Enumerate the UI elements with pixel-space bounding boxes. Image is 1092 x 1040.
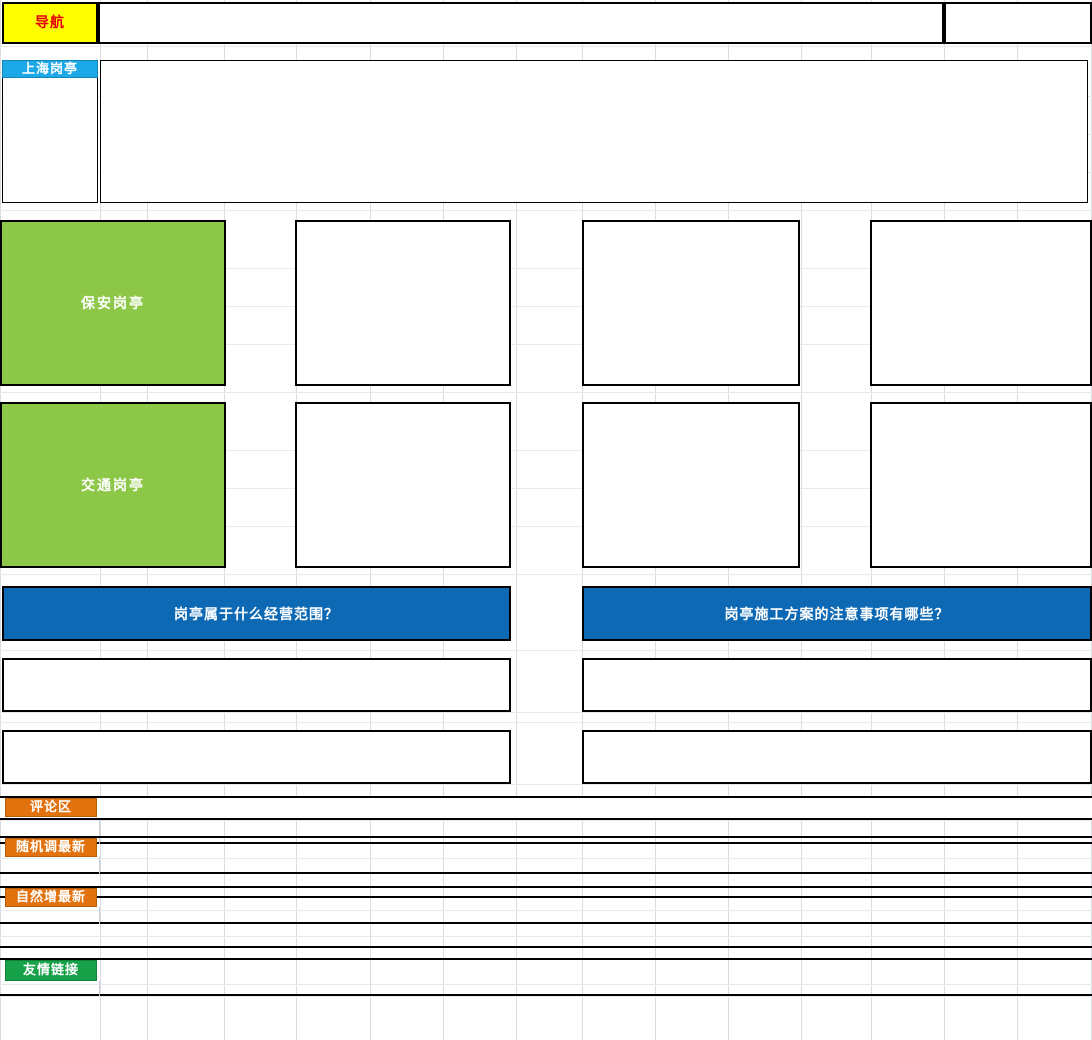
list-rows-random[interactable] xyxy=(0,860,1092,874)
list-rows-organic-extra[interactable] xyxy=(0,924,1092,948)
faq-answer-box[interactable] xyxy=(2,658,511,712)
catalog-row-2: 交通岗亭 xyxy=(0,402,1092,568)
faq-answer-box[interactable] xyxy=(582,730,1092,784)
product-thumb[interactable] xyxy=(582,220,800,386)
nav-label-button[interactable]: 导航 xyxy=(2,2,98,44)
faq-banner-left-text: 岗亭属于什么经营范围？ xyxy=(174,604,339,624)
list-rows-organic[interactable] xyxy=(0,910,1092,924)
footer-tag-friendly-links[interactable]: 友情链接 xyxy=(5,960,97,981)
product-thumb[interactable] xyxy=(582,402,800,568)
header-row: 导航 xyxy=(0,2,1092,44)
column-separator xyxy=(99,981,100,996)
list-header-rule-organic xyxy=(0,886,1092,888)
footer-top-rule xyxy=(0,958,1092,960)
brand-logo-cell[interactable] xyxy=(2,78,98,203)
footer-section: 友情链接 xyxy=(0,960,1092,998)
list-tag-text: 评论区 xyxy=(30,801,72,814)
list-content-comments[interactable] xyxy=(0,796,1092,820)
product-thumb[interactable] xyxy=(295,402,511,568)
column-separator xyxy=(99,907,100,924)
header-right-cell[interactable] xyxy=(944,2,1092,44)
faq-answer-box[interactable] xyxy=(582,658,1092,712)
faq-banner-right[interactable]: 岗亭施工方案的注意事项有哪些？ xyxy=(582,586,1092,641)
list-header-rule-random xyxy=(0,836,1092,838)
hero-banner[interactable] xyxy=(100,60,1088,203)
category-block-label: 交通岗亭 xyxy=(81,475,145,495)
faq-banner-left[interactable]: 岗亭属于什么经营范围？ xyxy=(2,586,511,641)
product-thumb[interactable] xyxy=(870,402,1092,568)
list-section-organic: 自然增最新 xyxy=(0,888,1092,962)
faq-answer-box[interactable] xyxy=(2,730,511,784)
faq-banner-right-text: 岗亭施工方案的注意事项有哪些？ xyxy=(725,604,950,624)
category-block-security-booth[interactable]: 保安岗亭 xyxy=(0,220,226,386)
category-block-traffic-booth[interactable]: 交通岗亭 xyxy=(0,402,226,568)
nav-menu-bar[interactable] xyxy=(98,2,944,44)
footer-links-row[interactable] xyxy=(0,981,1092,996)
brand-tag[interactable]: 上海岗亭 xyxy=(2,60,98,78)
brand-tag-text: 上海岗亭 xyxy=(22,63,78,76)
product-thumb[interactable] xyxy=(295,220,511,386)
list-tag-text: 随机调最新 xyxy=(16,841,86,854)
list-tag-text: 自然增最新 xyxy=(16,891,86,904)
column-separator xyxy=(99,857,100,874)
footer-tag-text: 友情链接 xyxy=(23,964,79,977)
list-tag-comments[interactable]: 评论区 xyxy=(5,798,97,817)
product-thumb[interactable] xyxy=(870,220,1092,386)
catalog-row-1: 保安岗亭 xyxy=(0,220,1092,386)
list-tag-organic[interactable]: 自然增最新 xyxy=(5,888,97,907)
brand-section: 上海岗亭 xyxy=(0,60,1092,205)
nav-label-text: 导航 xyxy=(35,16,65,30)
category-block-label: 保安岗亭 xyxy=(81,293,145,313)
list-tag-random[interactable]: 随机调最新 xyxy=(5,838,97,857)
